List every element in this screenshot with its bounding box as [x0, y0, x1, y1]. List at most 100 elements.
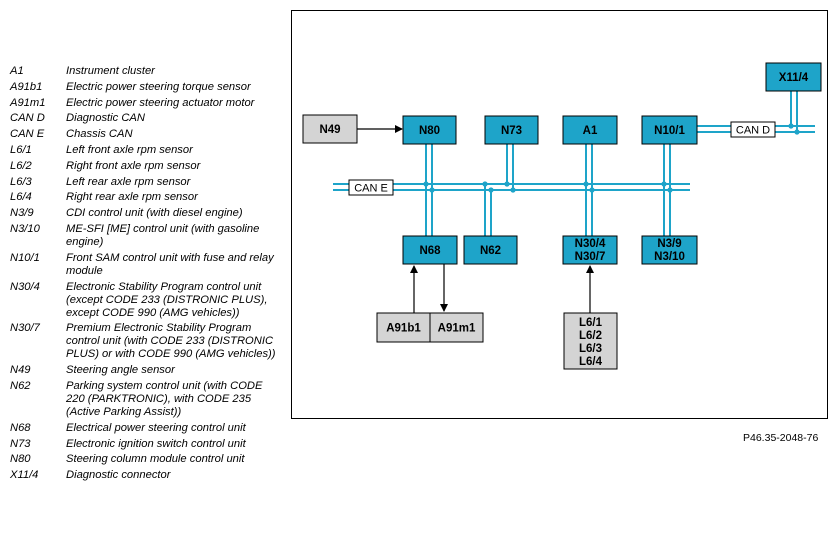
- legend-description: Chassis CAN: [66, 128, 133, 141]
- legend-description: Electronic ignition switch control unit: [66, 437, 246, 450]
- svg-text:L6/2: L6/2: [579, 330, 602, 342]
- svg-text:N49: N49: [319, 124, 340, 136]
- legend-description: Premium Electronic Stability Program con…: [66, 322, 276, 361]
- legend-code: N49: [10, 364, 31, 377]
- legend-row: N49 Steering angle sensor: [10, 364, 282, 377]
- legend-row: A91b1 Electric power steering torque sens…: [10, 81, 282, 94]
- module-n80: N80: [402, 115, 457, 145]
- legend-description: Electrical power steering control unit: [66, 421, 246, 434]
- legend-row: CAN E Chassis CAN: [10, 128, 282, 141]
- module-a91b1: A91b1: [376, 312, 431, 343]
- legend-row: N68 Electrical power steering control uni…: [10, 422, 282, 435]
- svg-text:N62: N62: [480, 245, 501, 257]
- module-a91m1: A91m1: [429, 312, 484, 343]
- legend-row: L6/4 Right rear axle rpm sensor: [10, 191, 282, 204]
- legend-description: Left rear axle rpm sensor: [66, 175, 191, 188]
- module-a1: A1: [562, 115, 618, 145]
- legend-row: L6/2 Right front axle rpm sensor: [10, 160, 282, 173]
- svg-text:A1: A1: [583, 125, 598, 137]
- module-n3: N3/9 N3/10: [641, 235, 698, 265]
- legend-code: N73: [10, 437, 31, 450]
- legend-description: Diagnostic CAN: [66, 112, 145, 125]
- legend-code: A91m1: [10, 96, 46, 109]
- svg-text:N30/4: N30/4: [575, 238, 606, 250]
- legend-row: N30/4 Electronic Stability Program contro…: [10, 281, 282, 320]
- diagram-frame: [291, 10, 828, 419]
- legend-description: Electric power steering actuator motor: [66, 96, 255, 109]
- legend-description: Left front axle rpm sensor: [66, 143, 193, 156]
- legend-row: N73 Electronic ignition switch control un…: [10, 438, 282, 451]
- legend-code: N10/1: [10, 251, 40, 264]
- legend-description: Electronic Stability Program control uni…: [66, 280, 268, 319]
- svg-text:N30/7: N30/7: [575, 251, 606, 263]
- svg-text:N10/1: N10/1: [654, 125, 685, 137]
- legend-code: N80: [10, 453, 31, 466]
- legend-code: N30/4: [10, 280, 40, 293]
- legend-description: CDI control unit (with diesel engine): [66, 207, 243, 220]
- module-n49: N49: [302, 114, 358, 144]
- legend-row: N3/9 CDI control unit (with diesel engine…: [10, 207, 282, 220]
- svg-text:L6/1: L6/1: [579, 317, 603, 329]
- svg-text:L6/3: L6/3: [579, 343, 602, 355]
- legend-description: Front SAM control unit with fuse and rel…: [66, 251, 274, 277]
- legend-code: L6/2: [10, 159, 32, 172]
- legend-code: L6/4: [10, 191, 32, 204]
- legend-row: N80 Steering column module control unit: [10, 453, 282, 466]
- legend-description: Right front axle rpm sensor: [66, 159, 201, 172]
- legend-row: N3/10 ME-SFI [ME] control unit (with gaso…: [10, 223, 282, 249]
- svg-text:N68: N68: [419, 245, 441, 257]
- svg-text:X11/4: X11/4: [779, 72, 809, 84]
- svg-text:N80: N80: [419, 125, 440, 137]
- legend-description: Steering angle sensor: [66, 364, 175, 377]
- legend-description: ME-SFI [ME] control unit (with gasoline …: [66, 222, 260, 248]
- svg-text:A91m1: A91m1: [438, 323, 476, 335]
- svg-text:A91b1: A91b1: [386, 323, 421, 335]
- legend-code: CAN E: [10, 128, 45, 141]
- legend-code: N62: [10, 379, 31, 392]
- legend-description: Right rear axle rpm sensor: [66, 191, 198, 204]
- figure-reference-caption: P46.35-2048-76: [743, 432, 819, 444]
- legend-row: A91m1 Electric power steering actuator mo…: [10, 97, 282, 110]
- svg-text:N3/10: N3/10: [654, 251, 685, 263]
- can-d-label-box: [730, 121, 776, 138]
- legend-row: X11/4 Diagnostic connector: [10, 469, 282, 482]
- legend-row: N10/1 Front SAM control unit with fuse an…: [10, 252, 282, 278]
- bus-junctions: [423, 123, 800, 193]
- legend-row: N62 Parking system control unit (with COD…: [10, 380, 282, 419]
- module-n62: N62: [463, 235, 518, 265]
- legend-description: Electric power steering torque sensor: [66, 80, 251, 93]
- module-n73: N73: [484, 115, 539, 145]
- legend-description: Parking system control unit (with CODE 2…: [66, 379, 263, 418]
- can-d-label: CAN D: [736, 125, 770, 137]
- can-e-label-box: [348, 179, 394, 196]
- module-n68: N68: [402, 235, 458, 265]
- module-n30: N30/4 N30/7: [562, 235, 618, 265]
- legend-row: N30/7 Premium Electronic Stability Progra…: [10, 322, 282, 361]
- legend-code: CAN D: [10, 112, 45, 125]
- legend-description: Instrument cluster: [66, 65, 155, 77]
- legend-row: CAN D Diagnostic CAN: [10, 112, 282, 125]
- svg-text:N3/9: N3/9: [657, 238, 681, 250]
- module-x11-4: X11/4: [765, 62, 822, 92]
- module-l6: L6/1 L6/2 L6/3 L6/4: [563, 312, 618, 370]
- legend-code: A1: [10, 65, 24, 77]
- can-e-label: CAN E: [354, 183, 388, 195]
- legend-code: N68: [10, 421, 31, 434]
- legend-code: L6/3: [10, 175, 32, 188]
- svg-text:L6/4: L6/4: [579, 356, 603, 368]
- legend-description: Steering column module control unit: [66, 453, 245, 466]
- legend-row: L6/3 Left rear axle rpm sensor: [10, 176, 282, 189]
- legend-code: N3/10: [10, 222, 40, 235]
- legend-row: L6/1 Left front axle rpm sensor: [10, 144, 282, 157]
- legend-code: X11/4: [10, 469, 39, 482]
- legend-code: N3/9: [10, 207, 34, 220]
- legend-row: A1 Instrument cluster: [10, 65, 282, 78]
- svg-text:N73: N73: [501, 125, 522, 137]
- module-n10-1: N10/1: [641, 115, 698, 145]
- legend-code: N30/7: [10, 322, 40, 335]
- legend-description: Diagnostic connector: [66, 469, 171, 482]
- legend-code: L6/1: [10, 143, 32, 156]
- legend-code: A91b1: [10, 80, 43, 93]
